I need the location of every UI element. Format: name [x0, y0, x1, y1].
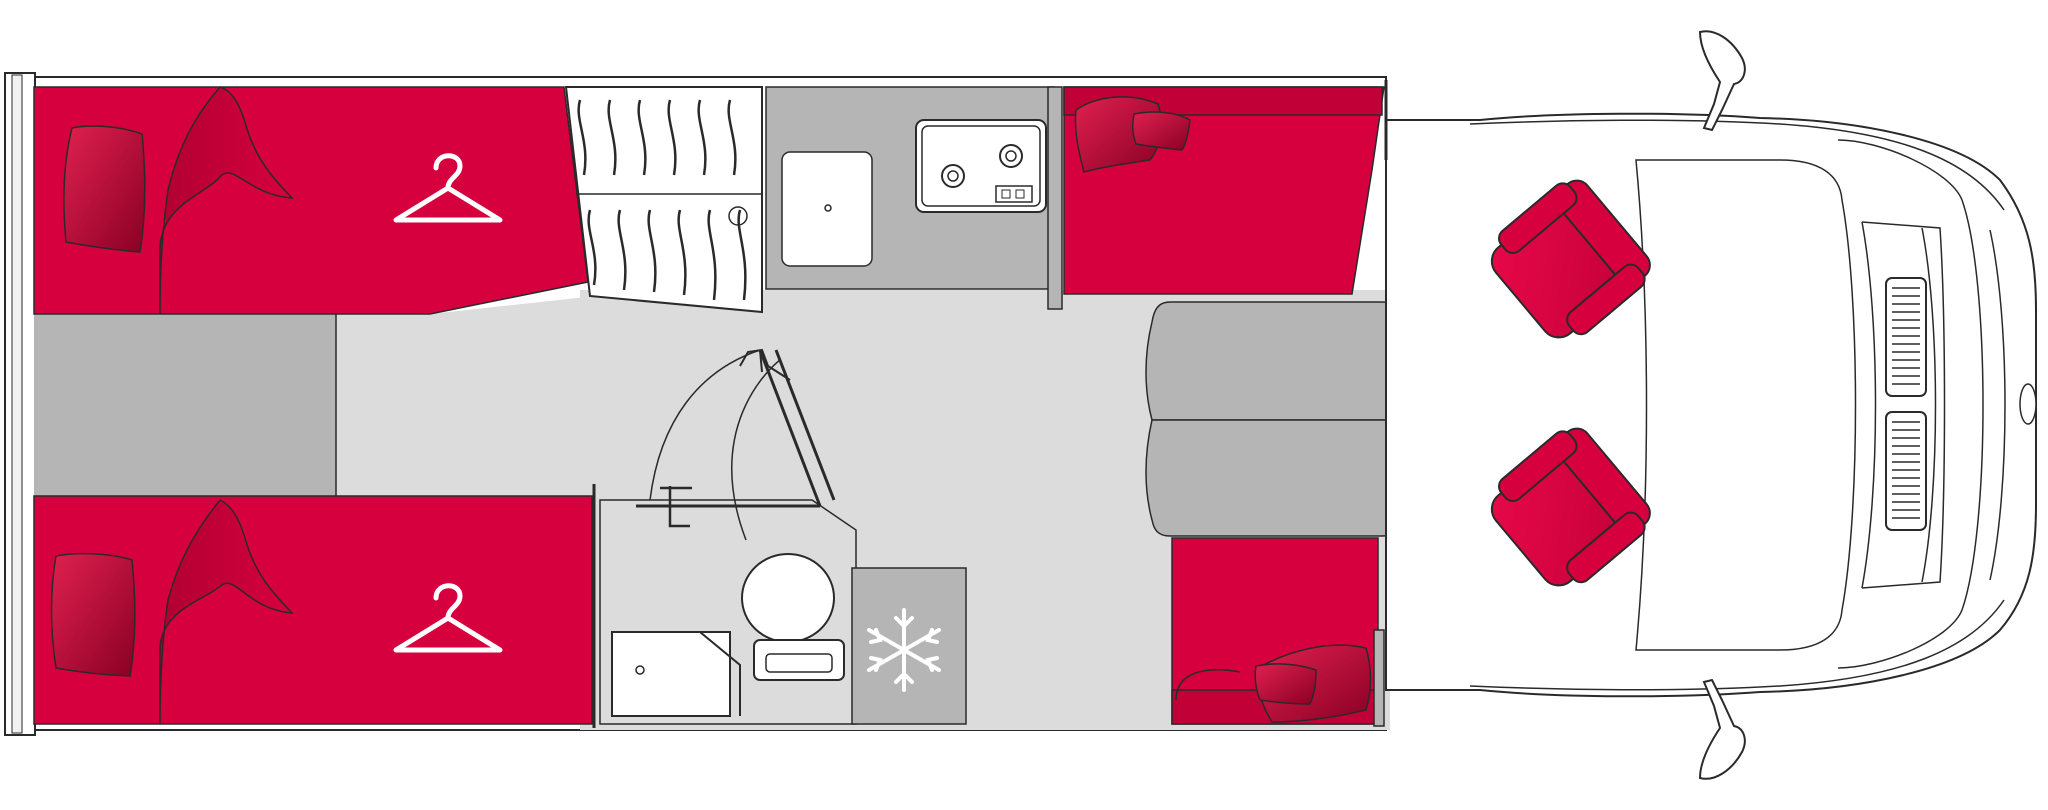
- bench-bottom: [1171, 537, 1385, 727]
- toilet: [741, 553, 835, 643]
- pillow-top-1: [63, 125, 146, 253]
- cushion-top-2: [1131, 111, 1191, 151]
- snowflake-icon: [867, 608, 941, 692]
- shower-tray: [611, 631, 731, 717]
- sink: [781, 151, 873, 267]
- grille-top: [1885, 277, 1927, 397]
- pillow-bottom-1: [50, 552, 136, 677]
- dinette-table: [1145, 301, 1411, 537]
- hanger-icon: [393, 583, 503, 653]
- grille-bottom: [1885, 411, 1927, 531]
- cab-seat-top: [1490, 179, 1651, 339]
- bathroom: [592, 348, 857, 728]
- fridge: [851, 567, 967, 725]
- mirror-bottom: [1698, 678, 1746, 780]
- badge-emblem: [2019, 383, 2037, 425]
- hob: [915, 119, 1047, 213]
- kitchen-counter: [765, 86, 1063, 310]
- sofa-top: [1063, 86, 1385, 295]
- cushion-bottom-2: [1254, 663, 1317, 705]
- garage-floor: [34, 314, 336, 496]
- mirror-top: [1698, 30, 1746, 132]
- cab-seat-bottom: [1490, 427, 1651, 587]
- windshield-hood: [1635, 159, 1857, 651]
- shower-door-track: [636, 349, 836, 508]
- blanket-top: [159, 86, 294, 315]
- hanger-icon: [393, 153, 503, 223]
- shower-rack: [564, 86, 763, 314]
- dividers: [592, 80, 1388, 728]
- cab: [1385, 30, 2037, 780]
- rear-bed-bottom: [33, 495, 593, 725]
- blanket-bottom: [159, 499, 294, 725]
- rear-bed-top: [33, 86, 589, 315]
